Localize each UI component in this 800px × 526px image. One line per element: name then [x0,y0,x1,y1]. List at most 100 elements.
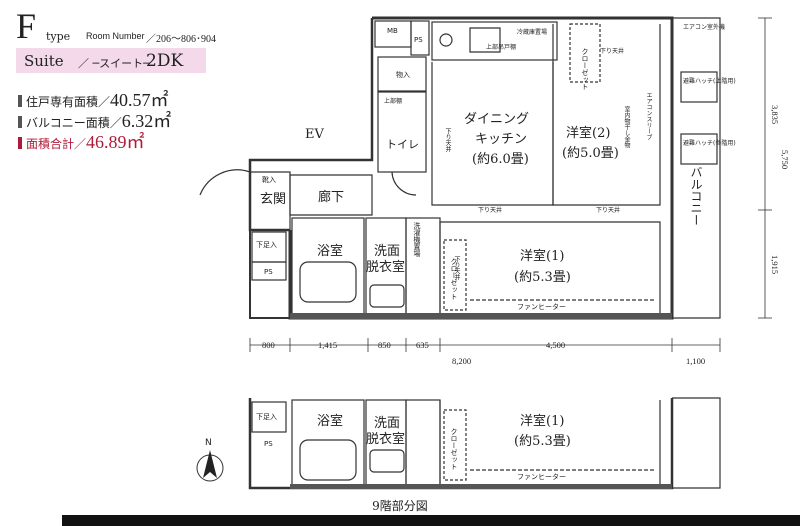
hatch1-label: 避難ハッチ(上階用) [683,78,736,85]
spec-private-area: 住戸専有面積／40.57㎡ [18,86,169,112]
ps-lower-label: PS [264,268,273,276]
ninth-wash-basin [369,449,405,473]
outer-wall [288,16,674,320]
closet-1 [443,239,467,311]
fan-heater-label: ファンヒーター [517,303,566,311]
lowered-ceiling-5: 下り天井 [453,256,460,280]
spec-total-area: 面積合計／46.89㎡ [18,128,145,154]
western2-label-2: (約5.0畳) [562,146,619,161]
lowered-ceiling-3: 下り天井 [596,207,621,214]
corridor-label: 廊下 [318,190,345,205]
room-number-label: Room Number [86,31,145,41]
western2-label-1: 洋室(2) [566,126,611,141]
western1-label-1: 洋室(1) [520,249,565,264]
wash-basin [369,284,405,308]
toilet-box [377,91,427,173]
ninth-outer-wall [248,398,674,490]
dining-label-3: (約6.0畳) [472,152,529,167]
closet2-label: クローゼット [581,48,589,90]
room-numbers: ／206〜806･904 [146,34,216,45]
bottom-wall-hatch [290,313,672,319]
dim-2: 1,415 [318,340,338,350]
bath-label: 浴室 [317,244,344,259]
dining-label-1: ダイニング [464,112,530,127]
western1-label-2: (約5.3畳) [514,270,571,285]
hatch-2 [680,133,718,165]
ninth-shoe-storage [251,401,287,433]
bathtub [299,261,357,303]
toilet-label: トイレ [386,138,419,151]
dim-1: 800 [262,340,275,350]
plan-type: 2DK [146,51,184,71]
ninth-washer-box [405,399,441,487]
dim-total: 8,200 [452,356,472,366]
dining-label-2: キッチン [475,132,528,147]
western-room-2 [552,24,661,206]
kitchen-counter [431,21,558,61]
ac-outdoor-label: エアコン室外機 [683,24,726,31]
entrance-box [250,171,291,230]
ninth-western1-label-1: 洋室(1) [520,414,565,429]
washer-label: 洗濯機置場 [413,222,421,257]
dim-right-1: 3,835 [770,105,780,125]
ninth-shoe-under-label: 下足入 [256,413,277,421]
suite-subtitle: ／ ─スイート─ [78,57,150,70]
entrance-label: 玄関 [260,192,287,207]
shoe-label: 靴入 [262,176,276,184]
mb-label: MB [387,27,398,35]
north-arrow [196,450,224,482]
north-label: N [205,438,212,448]
shoe-under-label: 下足入 [256,241,277,249]
footer-bar [62,515,800,526]
entry-door-swing [199,169,251,196]
washroom-label-2: 脱衣室 [366,260,406,275]
ninth-closet-1 [443,409,467,481]
balcony-rail [672,17,721,319]
spec-balcony-area: バルコニー面積／6.32㎡ [18,107,171,133]
suite-banner [16,48,206,73]
ev-wall [248,18,374,232]
dim-right-3: 1,915 [770,255,780,275]
fridge-label: 冷蔵庫置場 [517,29,548,36]
lowered-ceiling-2: 下り天井 [478,207,503,214]
ninth-washroom-label-2: 脱衣室 [366,432,406,447]
type-letter: F [16,6,37,46]
lowered-ceiling-4: 下り天井 [600,48,625,55]
dim-3: 850 [378,340,391,350]
balcony-label: バルコニー [689,166,703,226]
ninth-ps-label: PS [264,440,273,448]
storage-box [377,56,427,92]
dim-balcony: 1,100 [686,356,706,366]
ninth-bathtub [299,439,357,481]
hatch2-label: 避難ハッチ(各階用) [683,140,736,147]
toilet-door-swing [391,171,417,196]
indoor-dry-label: 室内物干し金物 [623,106,630,148]
ps-label: PS [414,36,423,44]
type-word: type [46,30,71,43]
ev-label: EV [305,127,324,142]
ninth-floor-caption: 9階部分図 [372,499,428,513]
ps-lower-box [251,261,287,281]
ninth-closet-label: クローゼット [450,428,458,470]
dim-5: 4,500 [546,340,566,350]
ac-sleeve-label: エアコンスリーブ [645,92,652,140]
ninth-bath-label: 浴室 [317,414,344,429]
ps-box [410,20,430,56]
entry-wall [249,230,290,319]
washroom-label-1: 洗面 [374,244,401,259]
upper-cabinet-label: 上部吊戸棚 [486,44,517,51]
closet-2 [569,23,601,83]
dim-4: 635 [416,340,429,350]
ninth-fan-heater-label: ファンヒーター [517,473,566,481]
closet1-label: クローゼット [450,258,458,300]
stove-circle [439,33,453,47]
ninth-western1-label-2: (約5.3畳) [514,434,571,449]
bath-box [291,217,365,317]
lowered-ceiling-1: 下り天井 [444,128,451,152]
storage-label: 物入 [396,71,410,79]
dim-right-2: 5,750 [780,150,790,170]
sink [469,27,501,53]
hatch-1 [680,71,718,103]
upper-shelf-label: 上部棚 [384,98,403,105]
